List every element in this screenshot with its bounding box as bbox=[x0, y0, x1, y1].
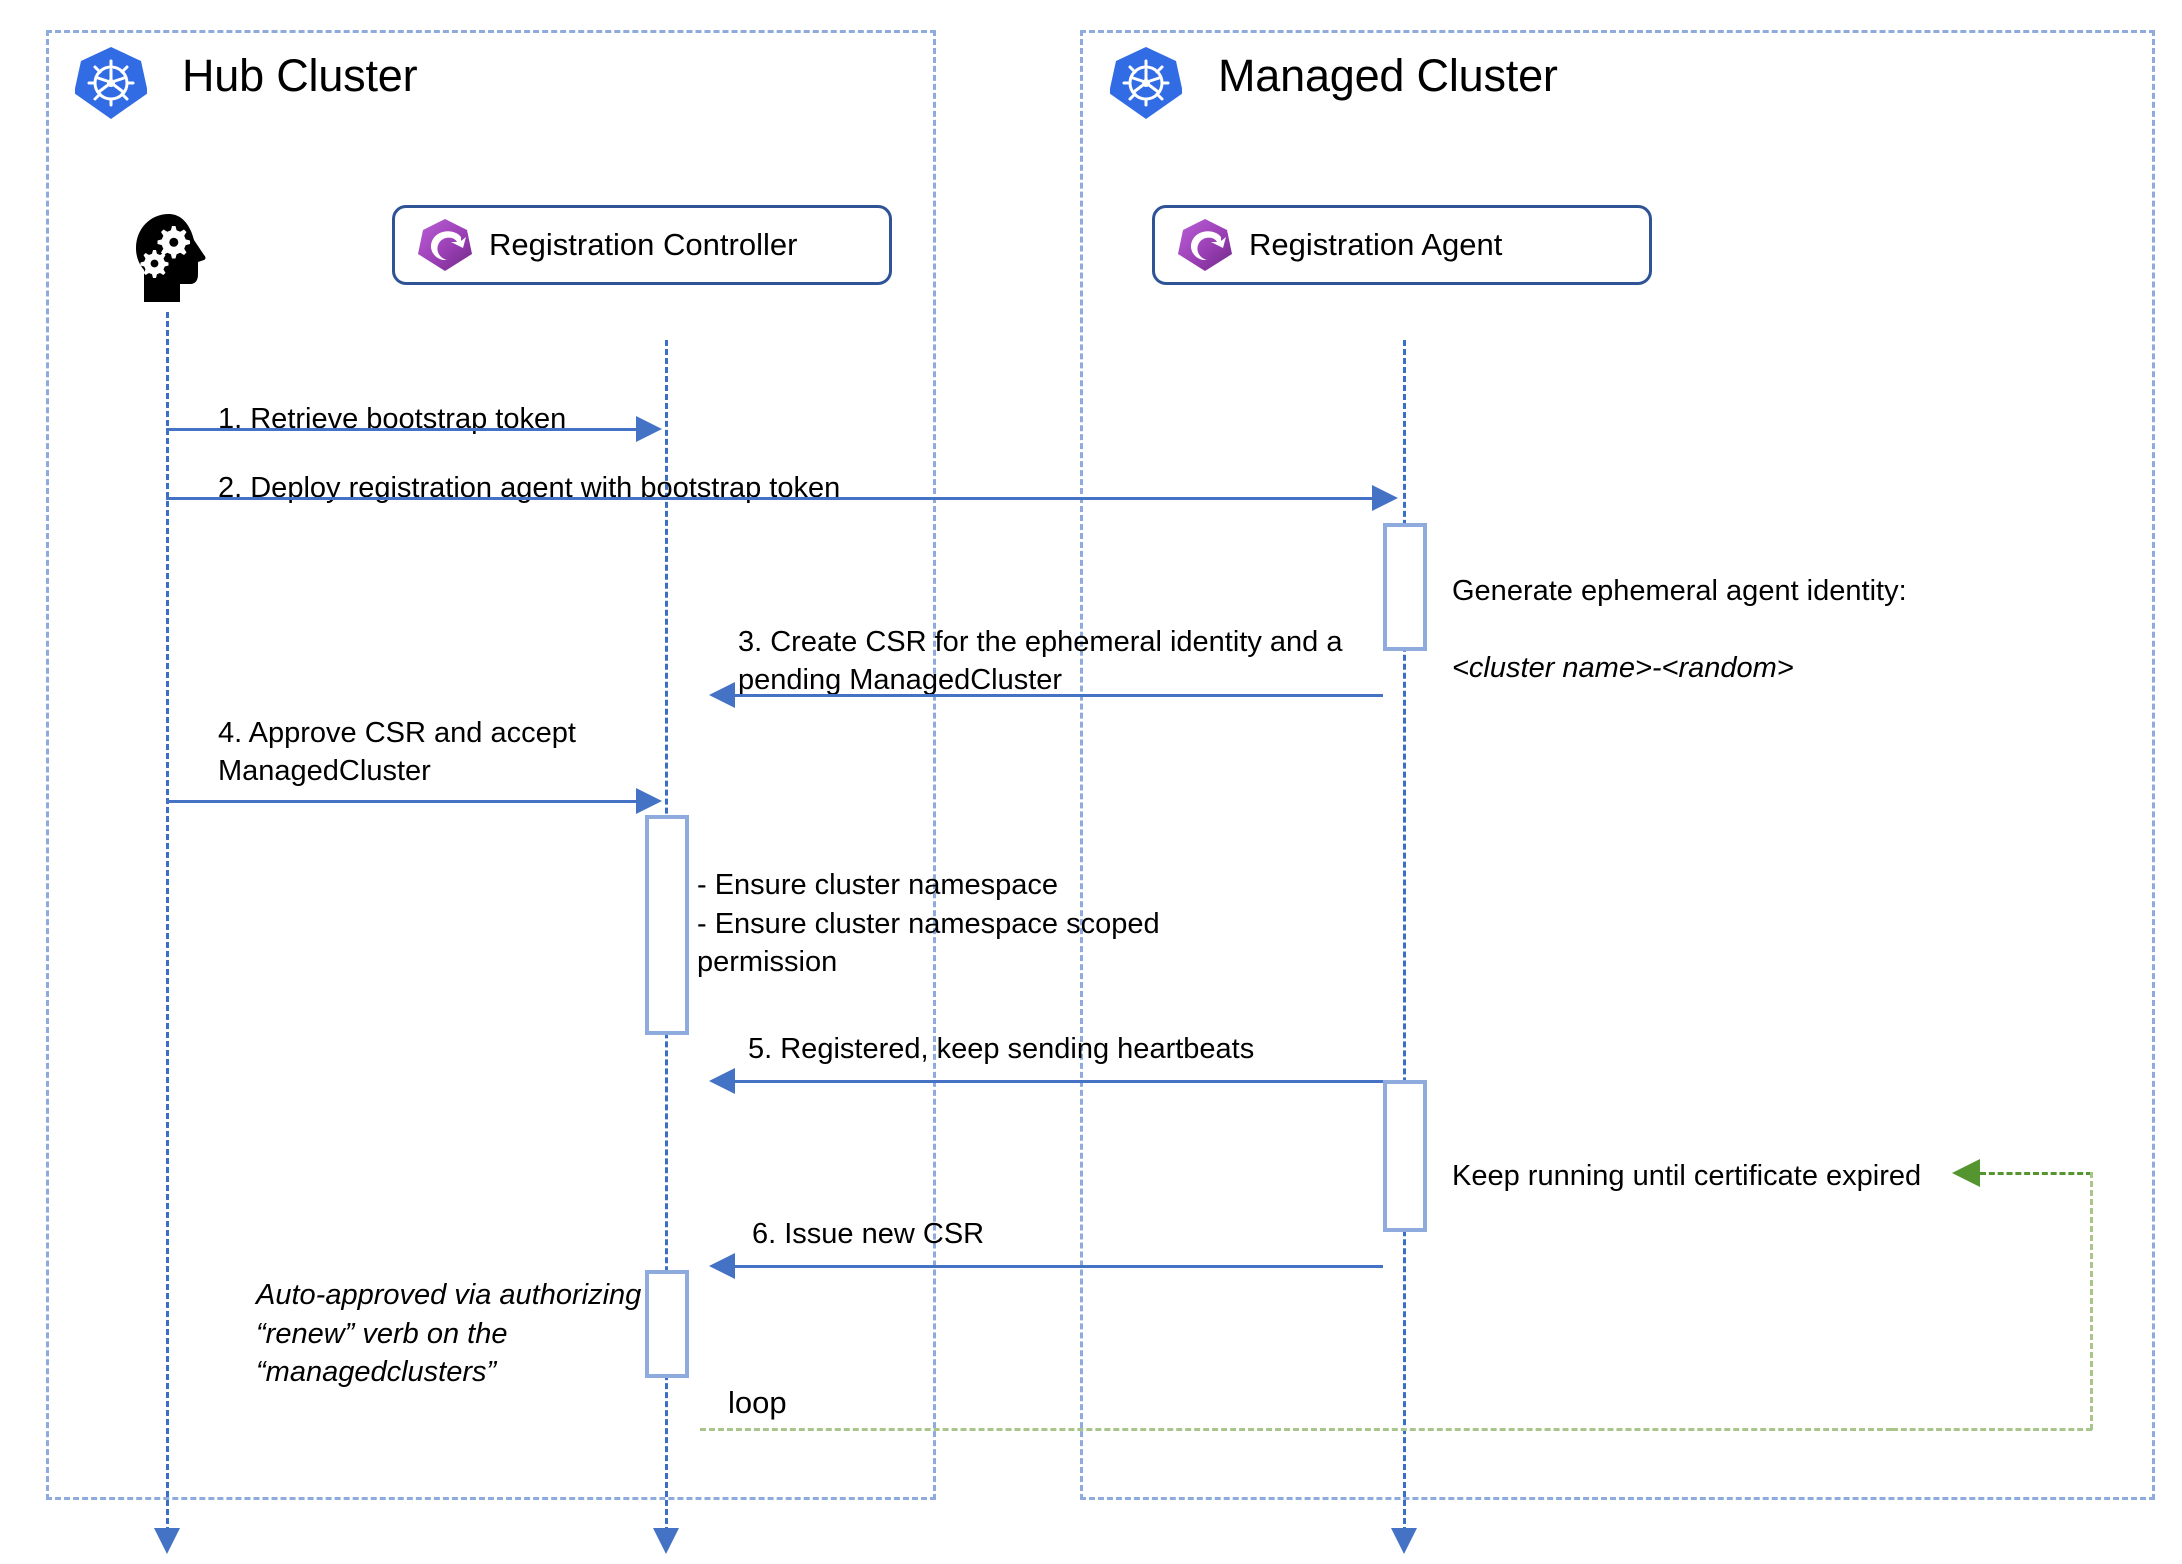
activation-agent-identity bbox=[1383, 523, 1427, 651]
message-line-6 bbox=[735, 1265, 1383, 1268]
activation-agent-heartbeat bbox=[1383, 1080, 1427, 1232]
message-line-5 bbox=[735, 1080, 1383, 1083]
managed-cluster-title: Managed Cluster bbox=[1218, 50, 1558, 101]
lifeline-user bbox=[166, 312, 169, 1542]
kubernetes-icon bbox=[1109, 45, 1183, 121]
message-arrowhead-5 bbox=[709, 1068, 735, 1094]
loop-label: loop bbox=[728, 1385, 787, 1420]
message-arrowhead-2 bbox=[1372, 485, 1398, 511]
message-arrowhead-6 bbox=[709, 1253, 735, 1279]
participant-registration-agent[interactable]: Registration Agent bbox=[1152, 205, 1652, 285]
lifeline-registration-agent bbox=[1403, 340, 1406, 1542]
hub-cluster-title: Hub Cluster bbox=[182, 50, 418, 101]
message-line-4 bbox=[166, 800, 638, 803]
head-with-gears-icon bbox=[128, 212, 210, 304]
note-namespace-actions: - Ensure cluster namespace - Ensure clus… bbox=[697, 869, 1160, 979]
kubernetes-icon bbox=[74, 45, 148, 121]
ocm-hexagon-icon bbox=[1177, 217, 1233, 273]
message-label-3: 3. Create CSR for the ephemeral identity… bbox=[738, 626, 1343, 696]
lifeline-end-arrow-user bbox=[154, 1528, 180, 1554]
loop-right-line bbox=[2090, 1172, 2093, 1430]
message-line-3 bbox=[735, 694, 1383, 697]
note-ephemeral-identity-line2: <cluster name>-<random> bbox=[1452, 651, 1794, 684]
managed-cluster-frame bbox=[1080, 30, 2155, 1500]
message-label-1: 1. Retrieve bootstrap token bbox=[218, 403, 567, 435]
message-line-2 bbox=[166, 497, 1374, 500]
message-label-4: 4. Approve CSR and accept ManagedCluster bbox=[218, 717, 576, 787]
lifeline-end-arrow-registration-agent bbox=[1391, 1528, 1417, 1554]
activation-controller-renew bbox=[645, 1270, 689, 1378]
message-label-2: 2. Deploy registration agent with bootst… bbox=[218, 472, 841, 504]
message-label-5: 5. Registered, keep sending heartbeats bbox=[748, 1033, 1255, 1065]
loop-return-arrowhead bbox=[1952, 1159, 1980, 1187]
message-arrowhead-1 bbox=[636, 416, 662, 442]
note-auto-approved: Auto-approved via authorizing “renew” ve… bbox=[256, 1279, 642, 1389]
message-arrowhead-4 bbox=[636, 788, 662, 814]
hub-cluster-frame bbox=[46, 30, 936, 1500]
note-ephemeral-identity-line1: Generate ephemeral agent identity: bbox=[1452, 574, 1907, 607]
note-keep-running: Keep running until certificate expired bbox=[1452, 1160, 1922, 1192]
message-label-6: 6. Issue new CSR bbox=[752, 1218, 985, 1250]
ocm-hexagon-icon bbox=[417, 217, 473, 273]
note-ephemeral-identity: Generate ephemeral agent identity: <clus… bbox=[1452, 533, 2012, 687]
message-line-1 bbox=[166, 428, 638, 431]
participant-label-registration-controller: Registration Controller bbox=[489, 227, 798, 262]
message-arrowhead-3 bbox=[709, 682, 735, 708]
participant-registration-controller[interactable]: Registration Controller bbox=[392, 205, 892, 285]
lifeline-end-arrow-registration-controller bbox=[653, 1528, 679, 1554]
loop-bottom-right-line bbox=[1892, 1428, 2092, 1431]
loop-bottom-line bbox=[700, 1428, 1892, 1431]
loop-return-arrow-line bbox=[1980, 1172, 2092, 1175]
participant-label-registration-agent: Registration Agent bbox=[1249, 227, 1503, 262]
activation-controller-namespace bbox=[645, 815, 689, 1035]
